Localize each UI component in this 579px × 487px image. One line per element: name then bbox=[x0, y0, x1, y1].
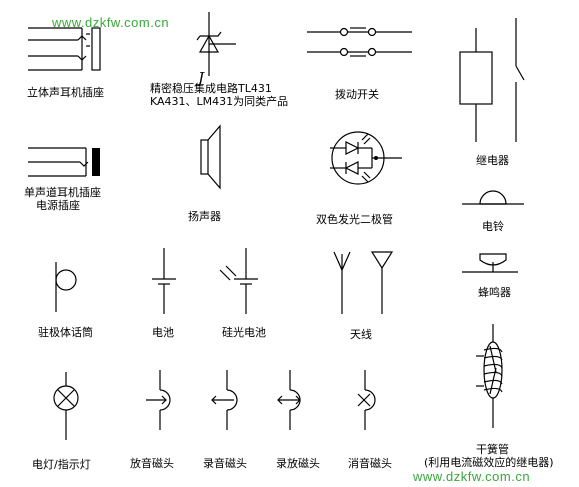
relay-symbol bbox=[459, 18, 525, 142]
label-relay: 继电器 bbox=[476, 154, 509, 167]
label-solar-cell: 硅光电池 bbox=[222, 326, 266, 339]
label-erase-head: 消音磁头 bbox=[348, 457, 392, 470]
stereo-jack-symbol bbox=[28, 27, 101, 71]
watermark-bottom: www.dzkfw.com.cn bbox=[413, 469, 531, 484]
reed-switch-symbol bbox=[476, 324, 503, 428]
tl431-symbol bbox=[196, 12, 236, 76]
label-tl431-line1: 精密稳压集成电路TL431 bbox=[150, 82, 272, 95]
label-reed-switch-line2: (利用电流磁效应的继电器) bbox=[424, 456, 554, 469]
label-record-head: 录音磁头 bbox=[203, 457, 247, 470]
label-dip-switch: 拨动开关 bbox=[335, 88, 379, 101]
speaker-symbol bbox=[200, 124, 221, 190]
label-mono-jack-line2: 电源插座 bbox=[36, 199, 80, 212]
solar-cell-symbol bbox=[219, 248, 258, 314]
label-bicolor-led: 双色发光二极管 bbox=[316, 213, 393, 226]
label-bell: 电铃 bbox=[482, 220, 504, 233]
label-tl431-line2: KA431、LM431为同类产品 bbox=[150, 95, 289, 108]
watermark-top: www.dzkfw.com.cn bbox=[52, 15, 170, 30]
label-battery: 电池 bbox=[152, 326, 174, 339]
mono-jack-symbol bbox=[28, 147, 100, 177]
erase-head-symbol bbox=[357, 370, 376, 430]
label-record-play-head: 录放磁头 bbox=[276, 457, 320, 470]
relay-coil-letter: J bbox=[198, 69, 205, 87]
antenna-symbols bbox=[333, 251, 394, 314]
label-buzzer: 蜂鸣器 bbox=[478, 286, 511, 299]
lamp-symbol bbox=[53, 372, 79, 440]
bell-symbol bbox=[462, 190, 524, 205]
battery-symbol bbox=[152, 248, 176, 314]
label-antenna: 天线 bbox=[350, 328, 372, 341]
record-play-head-symbol bbox=[277, 370, 301, 430]
dip-switch-symbol bbox=[307, 27, 412, 57]
label-lamp: 电灯/指示灯 bbox=[32, 458, 91, 471]
label-electret-mic: 驻极体话筒 bbox=[38, 326, 93, 339]
playback-head-symbol bbox=[146, 370, 171, 430]
record-head-symbol bbox=[211, 370, 238, 430]
buzzer-symbol bbox=[462, 253, 518, 273]
label-speaker: 扬声器 bbox=[188, 210, 221, 223]
electret-mic-symbol bbox=[55, 262, 77, 312]
label-stereo-jack: 立体声耳机插座 bbox=[27, 86, 104, 99]
bicolor-led-symbol bbox=[330, 131, 402, 185]
label-mono-jack-line1: 单声道耳机插座 bbox=[24, 186, 101, 199]
label-reed-switch-line1: 干簧管 bbox=[476, 443, 509, 456]
label-playback-head: 放音磁头 bbox=[130, 457, 174, 470]
